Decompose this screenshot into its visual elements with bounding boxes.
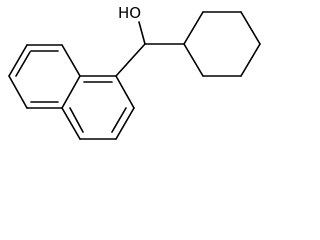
bond xyxy=(183,43,204,77)
bond xyxy=(240,43,261,77)
hydroxyl-label: HO xyxy=(118,4,141,22)
bond-ring-to-carbinol xyxy=(115,43,146,77)
bond xyxy=(115,75,135,109)
cyclohexane-ring xyxy=(183,11,261,77)
bond xyxy=(8,75,28,109)
naphthalene-left-ring xyxy=(8,44,81,109)
bond-carbinol-to-oh xyxy=(138,21,146,45)
bond xyxy=(61,44,81,77)
double-bond-inner xyxy=(15,51,31,77)
bond xyxy=(61,107,81,140)
bond xyxy=(8,44,28,77)
chemical-structure-diagram: HO xyxy=(8,4,261,140)
bond xyxy=(240,11,261,45)
bond xyxy=(115,107,135,140)
double-bond-inner xyxy=(111,107,127,133)
bond xyxy=(183,11,204,45)
bond xyxy=(61,75,81,109)
naphthalene-right-ring xyxy=(61,75,135,140)
double-bond-inner xyxy=(69,107,84,133)
